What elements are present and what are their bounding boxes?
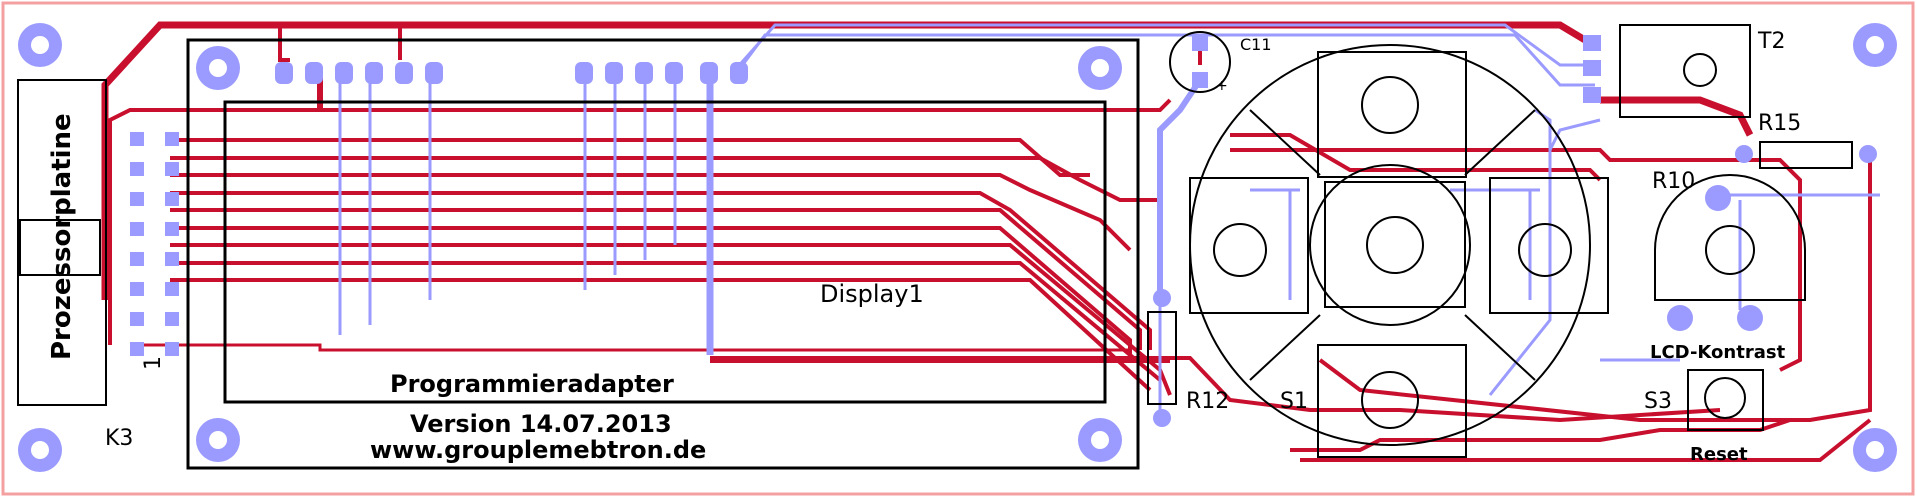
pot-r10 [1654, 174, 1806, 331]
r12-label: R12 [1186, 389, 1229, 414]
capacitor-c11 [1169, 31, 1231, 93]
url-label: www.grouplemebtron.de [370, 436, 706, 464]
r15-label: R15 [1758, 111, 1801, 136]
k3-label: K3 [105, 426, 133, 451]
display-header-pads [275, 62, 748, 84]
version-label: Version 14.07.2013 [410, 410, 672, 438]
pin1-label: 1 [141, 356, 166, 370]
resistor-r15 [1735, 141, 1877, 169]
connector-k3 [17, 79, 179, 406]
lcd-kontrast-label: LCD-Kontrast [1650, 342, 1786, 363]
display-outline [186, 38, 1140, 470]
switch-s3 [1687, 369, 1764, 431]
plus-label: + [1216, 78, 1228, 94]
r10-label: R10 [1652, 169, 1695, 194]
connector-label: Prozessorplatine [47, 113, 77, 360]
c11-label: C11 [1240, 35, 1272, 54]
resistor-r12 [1147, 289, 1177, 427]
transistor-t2 [1583, 24, 1751, 118]
nav-pad [1189, 44, 1609, 458]
reset-label: Reset [1690, 444, 1748, 465]
s1-label: S1 [1280, 389, 1308, 414]
title-label: Programmieradapter [390, 370, 674, 398]
mounting-holes [18, 23, 1897, 472]
t2-label: T2 [1757, 29, 1785, 54]
display-label: Display1 [820, 280, 924, 308]
s3-label: S3 [1644, 389, 1672, 414]
